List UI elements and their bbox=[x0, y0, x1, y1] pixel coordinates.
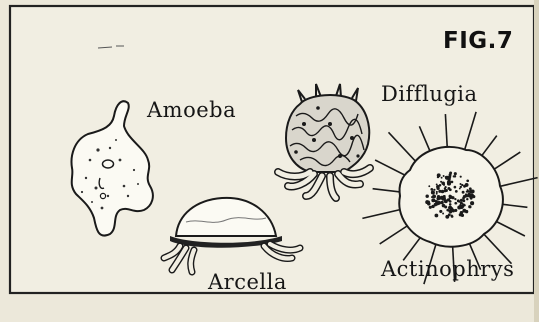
core-granule bbox=[460, 176, 462, 178]
core-granule bbox=[435, 202, 439, 206]
core-granule bbox=[448, 177, 451, 180]
core-granule bbox=[441, 177, 443, 179]
core-granule bbox=[454, 186, 457, 189]
core-granule bbox=[459, 204, 461, 206]
core-granule bbox=[468, 195, 470, 197]
core-granule bbox=[442, 213, 444, 215]
core-granule bbox=[472, 195, 475, 198]
core-granule bbox=[451, 215, 454, 218]
page-edge bbox=[534, 0, 539, 322]
label-actinophrys: Actinophrys bbox=[381, 257, 514, 281]
core-granule bbox=[440, 201, 443, 204]
core-granule bbox=[436, 191, 438, 193]
label-arcella: Arcella bbox=[208, 270, 287, 294]
core-granule bbox=[453, 175, 455, 177]
core-granule bbox=[447, 182, 449, 184]
difflugia-shell bbox=[286, 95, 369, 172]
core-granule bbox=[436, 193, 438, 195]
core-granule bbox=[470, 201, 474, 205]
core-granule bbox=[460, 183, 462, 185]
core-granule bbox=[427, 200, 429, 202]
core-granule bbox=[447, 199, 449, 201]
core-granule bbox=[439, 184, 442, 187]
core-granule bbox=[466, 179, 469, 182]
core-granule bbox=[469, 206, 471, 208]
core-granule bbox=[444, 186, 446, 188]
core-granule bbox=[462, 191, 465, 194]
core-granule bbox=[441, 182, 445, 186]
core-granule bbox=[462, 209, 466, 213]
core-granule bbox=[448, 206, 452, 210]
core-granule bbox=[449, 188, 452, 191]
core-granule bbox=[460, 186, 462, 188]
core-granule bbox=[435, 214, 439, 218]
core-granule bbox=[455, 190, 458, 193]
core-granule bbox=[449, 171, 452, 174]
core-granule bbox=[448, 213, 451, 216]
core-granule bbox=[449, 203, 452, 206]
core-granule bbox=[431, 198, 435, 202]
label-amoeba: Amoeba bbox=[147, 98, 236, 122]
core-granule bbox=[425, 194, 428, 197]
core-granule bbox=[466, 198, 468, 200]
core-granule bbox=[454, 202, 457, 205]
figure-number: FIG.7 bbox=[443, 28, 513, 54]
core-granule bbox=[432, 195, 435, 198]
core-granule bbox=[431, 190, 435, 194]
core-granule bbox=[454, 172, 457, 175]
core-granule bbox=[429, 206, 432, 209]
core-granule bbox=[444, 205, 447, 208]
core-granule bbox=[443, 175, 445, 177]
core-granule bbox=[460, 199, 463, 202]
label-difflugia: Difflugia bbox=[381, 82, 478, 106]
core-granule bbox=[465, 195, 468, 198]
core-granule bbox=[446, 209, 449, 212]
core-granule bbox=[442, 196, 446, 200]
core-granule bbox=[457, 205, 461, 209]
core-granule bbox=[449, 195, 452, 198]
core-granule bbox=[436, 183, 438, 185]
core-granule bbox=[465, 183, 469, 187]
core-granule bbox=[454, 198, 456, 200]
core-granule bbox=[451, 181, 454, 184]
core-granule bbox=[439, 210, 442, 213]
core-granule bbox=[449, 200, 452, 203]
core-granule bbox=[459, 213, 462, 216]
core-granule bbox=[467, 189, 469, 191]
core-granule bbox=[430, 188, 433, 191]
core-granule bbox=[437, 173, 441, 177]
core-granule bbox=[469, 189, 473, 193]
core-granule bbox=[433, 189, 435, 191]
core-granule bbox=[436, 197, 440, 201]
core-granule bbox=[438, 190, 441, 193]
core-granule bbox=[427, 202, 431, 206]
core-granule bbox=[463, 204, 465, 206]
core-granule bbox=[428, 185, 430, 187]
core-granule bbox=[436, 187, 439, 190]
